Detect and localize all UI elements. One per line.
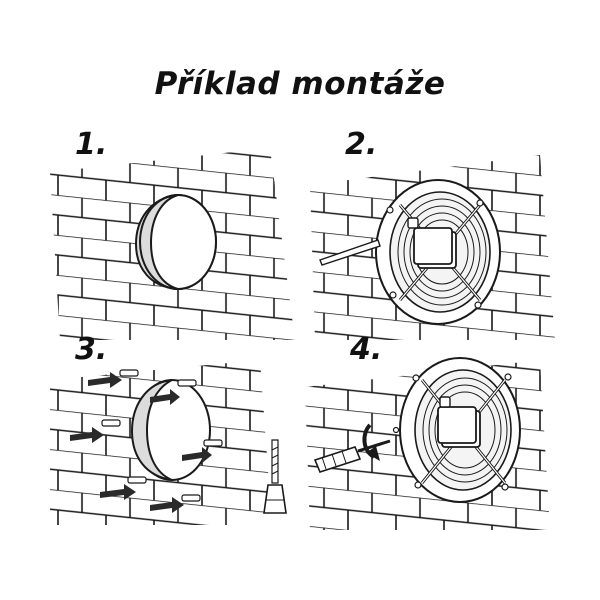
step-2-illustration — [310, 155, 555, 340]
step-1-illustration — [50, 148, 295, 340]
step-2-panel: 2. — [300, 110, 590, 340]
drill-bit-icon — [263, 439, 287, 514]
step-3-panel: 3. — [10, 325, 300, 555]
step-number: 1. — [75, 127, 108, 162]
screwdriver-icon — [313, 439, 391, 473]
step-number: 3. — [75, 332, 108, 367]
axial-fan-icon — [375, 179, 501, 325]
rotation-arrow-icon — [362, 423, 380, 461]
wall-hole-icon — [134, 194, 217, 290]
step-3-illustration — [50, 360, 287, 525]
screw-icon — [392, 373, 512, 491]
drill-bit-icon — [319, 239, 381, 266]
arrow-icon — [70, 372, 212, 513]
page-title: Příklad montáže — [154, 66, 446, 102]
wall-plug-icon — [101, 369, 223, 502]
step-4-panel: 4. — [300, 325, 590, 555]
axial-fan-icon — [399, 357, 521, 503]
step-number: 2. — [345, 127, 378, 162]
step-4-illustration — [305, 357, 550, 530]
step-1-panel: 1. — [10, 110, 300, 340]
step-number: 4. — [350, 332, 383, 367]
